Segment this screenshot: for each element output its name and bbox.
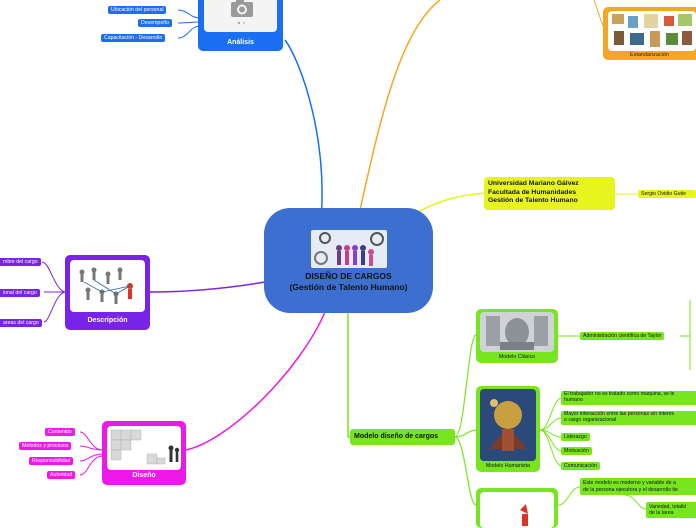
humanista-leaf-line: humano — [564, 396, 583, 403]
clasico-leaf[interactable]: Administración científica de Taylor — [580, 332, 665, 340]
estandarizacion-node[interactable]: Estandarización — [603, 7, 696, 60]
contingencia-leaf-line: de la tarea — [649, 510, 674, 516]
humanista-leaf-line: El trabajador no es tratado como maquina… — [564, 391, 675, 397]
universidad-node[interactable]: Universidad Mariano Gálvez Facultada de … — [484, 177, 615, 210]
diseno-leaf[interactable]: Responsabilidad — [29, 457, 74, 465]
central-node[interactable]: DISEÑO DE CARGOS (Gestión de Talento Hum… — [264, 208, 433, 313]
humanista-leaf[interactable]: Liderazgo — [561, 433, 590, 441]
diseno-label: Diseño — [132, 472, 156, 479]
modelo-clasico-label: Modelo Clásico — [498, 354, 536, 360]
analisis-leaf[interactable]: Capacitación - Desarrollo — [101, 34, 166, 42]
estandarizacion-label: Estandarización — [629, 52, 670, 58]
modelo-contingencia-node[interactable] — [476, 488, 558, 528]
contingencia-leaf-line: de la persona ejecutora y el desarrollo … — [583, 486, 678, 493]
author-leaf[interactable]: Sergio Ovidio Gutie — [638, 190, 696, 198]
diseno-leaf[interactable]: Métodos y procesos — [19, 442, 72, 450]
contingencia-leaf-line: Este modelo es moderno y variable de a — [583, 480, 676, 486]
humanista-leaf[interactable]: Mayor interacción entre las personas sin… — [561, 411, 696, 425]
modelo-humanista-node[interactable]: Modelo Humanista — [476, 386, 540, 472]
humanista-leaf[interactable]: Comunicación — [561, 462, 600, 470]
descripcion-leaf[interactable]: ional del cargo — [0, 289, 40, 297]
camera-icon — [231, 0, 253, 25]
contingencia-leaf-line: Variedad, totalid — [649, 504, 687, 510]
universidad-line1: Universidad Mariano Gálvez — [488, 180, 579, 187]
humanista-leaf[interactable]: Motivación — [561, 447, 592, 455]
central-subtitle: (Gestión de Talento Humano) — [289, 282, 408, 292]
modelo-humanista-label: Modelo Humanista — [485, 463, 531, 469]
humanista-leaf[interactable]: El trabajador no es tratado como maquina… — [561, 391, 696, 405]
analisis-leaf[interactable]: Desempeño — [138, 19, 172, 27]
puzzle-image — [107, 426, 181, 470]
contingencia-leaf[interactable]: Este modelo es moderno y variable de a d… — [580, 478, 696, 495]
analisis-node[interactable]: Análisis — [198, 0, 283, 51]
humanista-leaf-line: o cargo organizacional — [564, 416, 617, 423]
descripcion-label: Descripción — [87, 317, 128, 324]
statue-image — [480, 312, 554, 352]
analisis-leaf[interactable]: Ubicación del personal — [108, 6, 167, 14]
modelos-node[interactable]: Modelo diseño de cargos — [350, 429, 455, 445]
camera-image — [204, 0, 277, 32]
modelo-clasico-node[interactable]: Modelo Clásico — [476, 309, 558, 363]
cartoon-image — [608, 11, 696, 51]
network-people-image — [70, 260, 145, 312]
central-title: DISEÑO DE CARGOS — [305, 271, 392, 281]
descripcion-node[interactable]: Descripción — [65, 255, 150, 330]
art-image — [480, 389, 536, 461]
descripcion-leaf[interactable]: areas del cargo — [0, 319, 42, 327]
contingencia-leaf[interactable]: Variedad, totalid de la tarea — [646, 502, 696, 518]
humanista-leaf-line: Mayor interacción entre las personas sin… — [564, 411, 675, 417]
chess-image — [480, 492, 554, 528]
universidad-line2: Facultada de Humanidades — [488, 188, 577, 196]
analisis-label: Análisis — [227, 39, 254, 46]
gears-people-image — [311, 230, 387, 268]
diseno-leaf[interactable]: Contenido — [45, 428, 75, 436]
diseno-leaf[interactable]: Autoridad — [47, 471, 76, 479]
universidad-line3: Gestión de Talento Humano — [488, 197, 578, 204]
descripcion-leaf[interactable]: mbre del cargo — [0, 258, 41, 266]
diseno-node[interactable]: Diseño — [102, 421, 186, 485]
